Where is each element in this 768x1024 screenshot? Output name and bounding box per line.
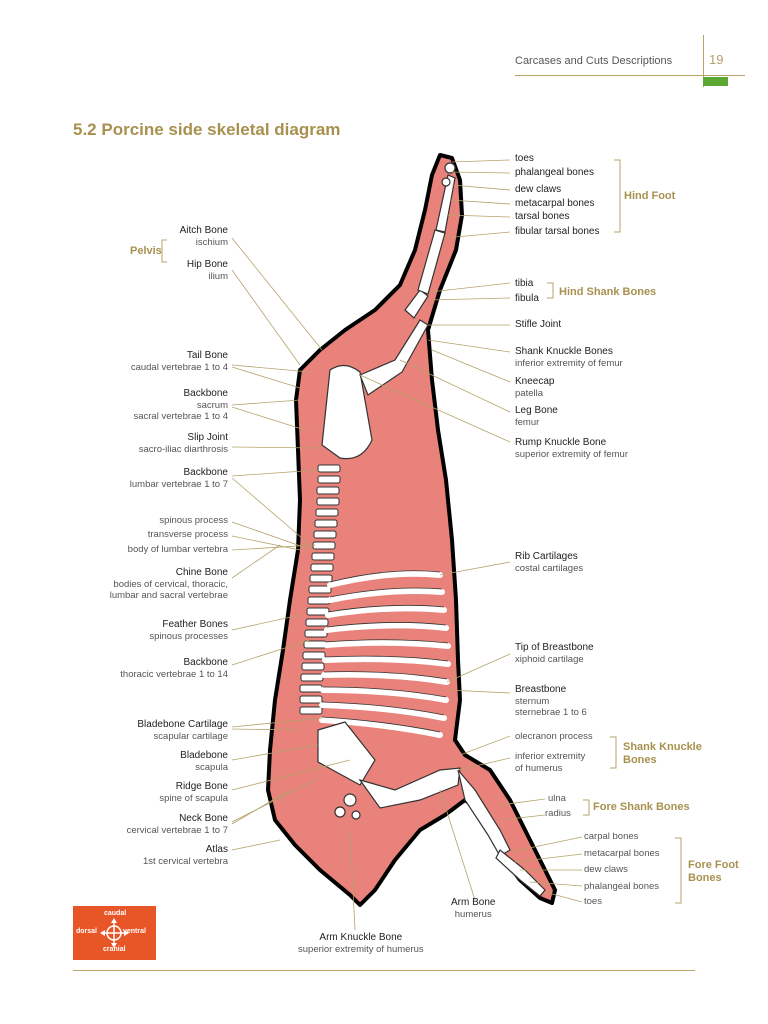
- group-pelvis: Pelvis: [130, 245, 162, 257]
- orientation-compass: caudal dorsal ventral cranial: [73, 906, 156, 960]
- fore-leg-bones: [317, 721, 546, 897]
- ribs: [319, 570, 451, 738]
- label-fore-phalangeal-bones: phalangeal bones: [584, 881, 660, 892]
- label-body-of-lumbar-vertebra: body of lumbar vertebra: [127, 544, 228, 555]
- label-radius: radius: [545, 808, 571, 819]
- section-title: Carcases and Cuts Descriptions: [515, 55, 673, 67]
- group-hind-shank-bones: Hind Shank Bones: [559, 286, 657, 298]
- header-divider: [703, 35, 704, 87]
- header-rule: [515, 75, 745, 76]
- compass-cranial: cranial: [103, 946, 126, 953]
- label-dew-claws: dew claws: [515, 184, 562, 195]
- compass-arrows-icon: [100, 918, 129, 948]
- rib-outlines: [321, 570, 449, 733]
- label-fore-dew-claws: dew claws: [584, 864, 628, 875]
- label-olecranon-process: olecranon process: [515, 731, 593, 742]
- label-tibia: tibia: [515, 278, 534, 289]
- label-fibular-tarsal-bones: fibular tarsal bones: [515, 226, 600, 237]
- label-metacarpal-bones: metacarpal bones: [515, 198, 595, 209]
- compass-caudal: caudal: [104, 910, 127, 917]
- page-number: 19: [709, 52, 724, 67]
- label-stifle-joint: Stifle Joint: [515, 319, 562, 330]
- label-ulna: ulna: [548, 793, 566, 804]
- label-fore-metacarpal-bones: metacarpal bones: [584, 848, 660, 859]
- group-hind-foot: Hind Foot: [624, 190, 676, 202]
- label-phalangeal-bones: phalangeal bones: [515, 167, 594, 178]
- group-brackets: [161, 159, 682, 904]
- header-accent-bar: [703, 77, 728, 86]
- compass-dorsal: dorsal: [76, 928, 98, 935]
- page-title: 5.2 Porcine side skeletal diagram: [73, 120, 341, 139]
- group-fore-shank-bones: Fore Shank Bones: [593, 801, 690, 813]
- compass-ventral: ventral: [123, 928, 146, 935]
- footer-rule: [73, 970, 695, 971]
- label-carpal-bones: carpal bones: [584, 831, 639, 842]
- label-fore-toes: toes: [584, 896, 602, 907]
- spine: [299, 464, 341, 715]
- hind-leg-bones: [321, 162, 456, 460]
- label-fibula: fibula: [515, 293, 539, 304]
- label-tarsal-bones: tarsal bones: [515, 211, 570, 222]
- leader-lines: [231, 159, 583, 931]
- label-transverse-process: transverse process: [147, 529, 228, 540]
- label-toes: toes: [515, 153, 534, 164]
- label-spinous-process: spinous process: [159, 515, 228, 526]
